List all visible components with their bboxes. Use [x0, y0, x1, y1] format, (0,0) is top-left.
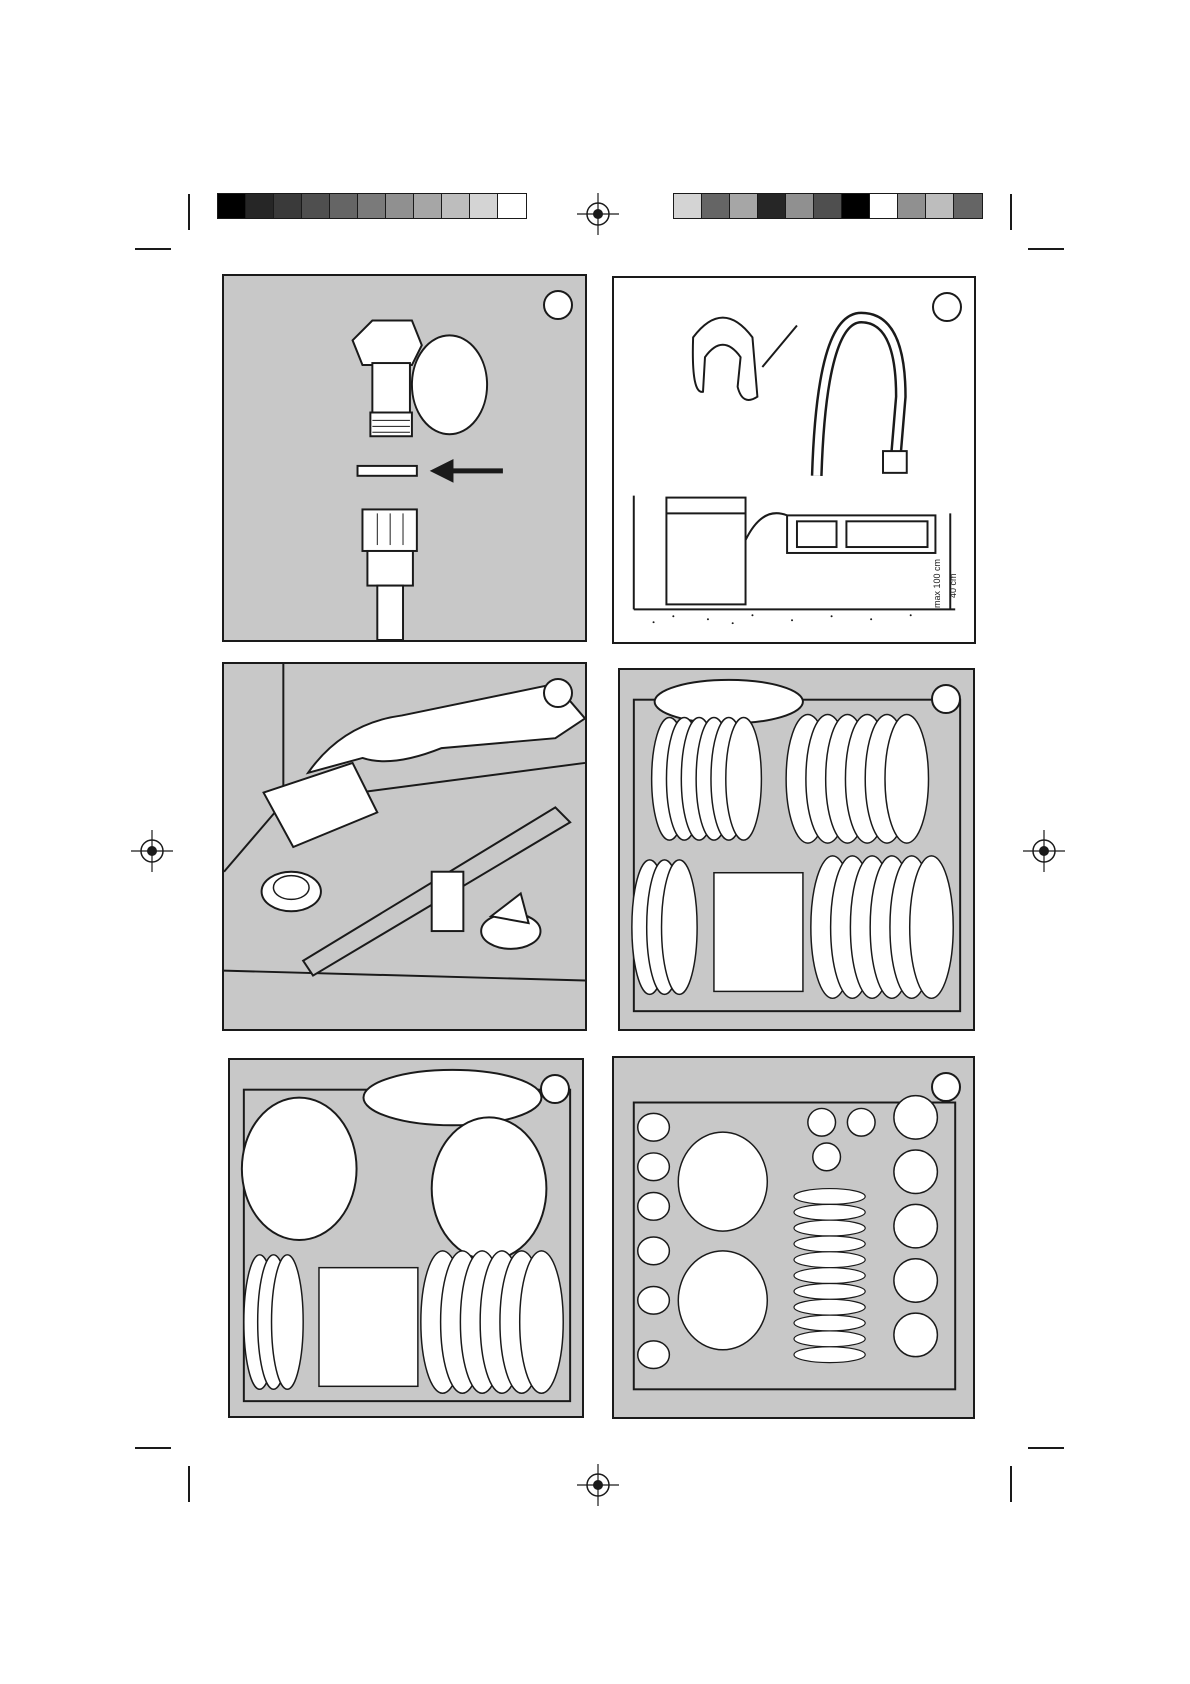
color-swatch	[386, 194, 414, 218]
step-number-circle	[540, 1074, 570, 1104]
panel-hose-filter	[222, 274, 587, 642]
color-calibration-bar-left	[217, 193, 527, 219]
color-swatch	[814, 194, 842, 218]
trim-mark	[1028, 248, 1064, 250]
trim-mark	[188, 1466, 190, 1502]
color-swatch	[702, 194, 730, 218]
trim-mark	[1010, 194, 1012, 230]
trim-mark	[135, 248, 171, 250]
lower-basket-plates-illustration	[230, 1060, 582, 1416]
color-swatch	[926, 194, 954, 218]
lower-basket-illustration	[620, 670, 973, 1029]
color-swatch	[274, 194, 302, 218]
dimension-label-max-100cm: max 100 cm	[932, 559, 942, 608]
panel-lower-basket-plates	[228, 1058, 584, 1418]
trim-mark	[1010, 1466, 1012, 1502]
color-swatch	[898, 194, 926, 218]
trim-mark	[135, 1447, 171, 1449]
panel-lower-basket	[618, 668, 975, 1031]
trim-mark	[188, 194, 190, 230]
color-swatch	[498, 194, 526, 218]
color-swatch	[246, 194, 274, 218]
color-swatch	[674, 194, 702, 218]
color-swatch	[870, 194, 898, 218]
color-swatch	[842, 194, 870, 218]
color-swatch	[218, 194, 246, 218]
panel-upper-basket	[612, 1056, 975, 1419]
color-swatch	[470, 194, 498, 218]
color-calibration-bar-right	[673, 193, 983, 219]
tap-hose-washer-illustration	[224, 276, 585, 640]
step-number-circle	[931, 684, 961, 714]
trim-mark	[1028, 1447, 1064, 1449]
step-number-circle	[931, 1072, 961, 1102]
dimension-label-40cm: 40 cm	[948, 573, 958, 598]
color-swatch	[954, 194, 982, 218]
panel-drain-hose: 40 cm max 100 cm	[612, 276, 976, 644]
color-swatch	[302, 194, 330, 218]
color-swatch	[758, 194, 786, 218]
upper-basket-cups-illustration	[614, 1058, 973, 1417]
registration-mark-icon	[1023, 830, 1065, 877]
registration-mark-icon	[577, 1464, 619, 1511]
salt-container-illustration	[224, 664, 585, 1029]
color-swatch	[786, 194, 814, 218]
color-swatch	[442, 194, 470, 218]
registration-mark-icon	[131, 830, 173, 877]
step-number-circle	[543, 678, 573, 708]
step-number-circle	[932, 292, 962, 322]
color-swatch	[414, 194, 442, 218]
drain-hose-illustration	[614, 278, 974, 642]
color-swatch	[358, 194, 386, 218]
step-number-circle	[543, 290, 573, 320]
color-swatch	[730, 194, 758, 218]
panel-salt-loading	[222, 662, 587, 1031]
color-swatch	[330, 194, 358, 218]
registration-mark-icon	[577, 193, 619, 240]
